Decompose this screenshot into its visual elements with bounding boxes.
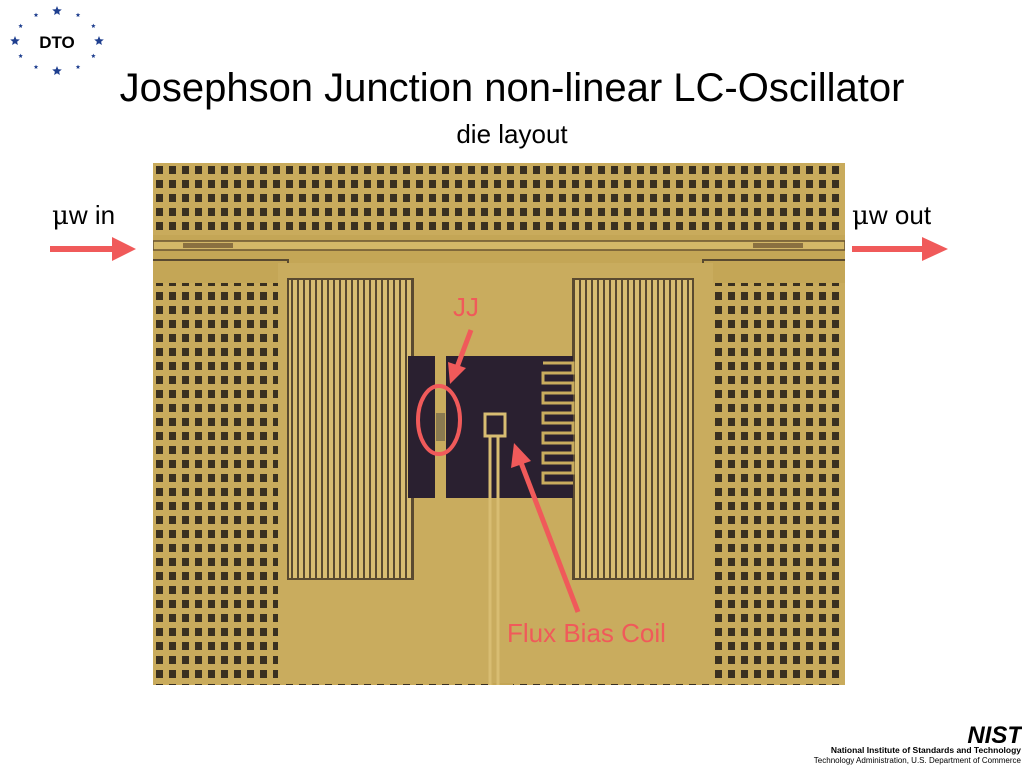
star-icon [10, 36, 20, 45]
star-icon [18, 23, 23, 28]
nist-name: National Institute of Standards and Tech… [830, 745, 1021, 755]
junction-spot [436, 413, 445, 441]
transmission-line [153, 240, 845, 251]
nist-logo-text: NIST [967, 722, 1022, 746]
slide-subtitle: die layout [456, 119, 568, 149]
flux-bias-coil [483, 412, 507, 438]
star-icon [75, 64, 81, 69]
jj-label: JJ [453, 292, 479, 322]
star-icon [18, 53, 23, 58]
left-capacitor [287, 278, 414, 580]
die-micrograph [153, 163, 845, 685]
star-icon [52, 6, 62, 15]
top-ground-grid [153, 163, 845, 235]
mu-symbol: μ [52, 201, 69, 231]
mw-out-text: w out [868, 200, 932, 230]
star-icon [33, 12, 39, 17]
dto-logo-text: DTO [39, 33, 75, 52]
output-arrow-icon [852, 237, 948, 261]
microwave-out-label: μw out [852, 200, 931, 231]
flux-bias-coil-label: Flux Bias Coil [507, 618, 666, 648]
star-icon [91, 53, 96, 58]
mu-symbol: μ [852, 201, 869, 231]
output-coupler [753, 243, 803, 248]
dto-logo: DTO [10, 6, 104, 75]
microwave-in-label: μw in [52, 200, 115, 231]
star-icon [91, 23, 96, 28]
input-coupler [183, 243, 233, 248]
star-icon [33, 64, 39, 69]
mw-in-text: w in [68, 200, 116, 230]
star-icon [75, 12, 81, 17]
input-arrow-icon [50, 237, 136, 261]
nist-department: Technology Administration, U.S. Departme… [813, 756, 1021, 765]
right-capacitor [572, 278, 694, 580]
star-icon [94, 36, 104, 45]
star-ring-icon [10, 6, 104, 75]
nist-logo: NIST [967, 722, 1022, 746]
slide-title: Josephson Junction non-linear LC-Oscilla… [119, 66, 905, 110]
star-icon [52, 66, 62, 75]
